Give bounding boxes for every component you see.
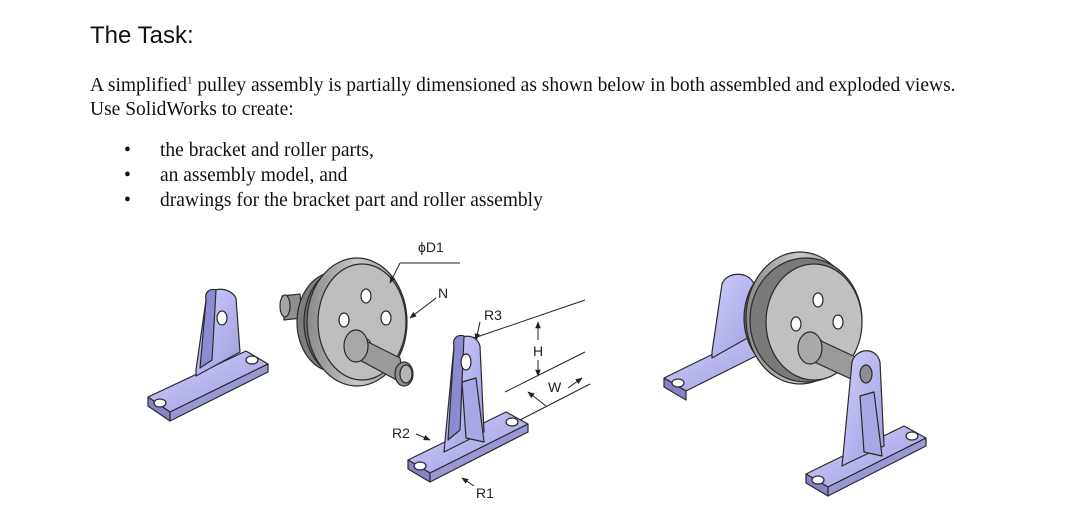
task-list-item: • an assembly model, and bbox=[90, 163, 543, 188]
bullet-dot-icon: • bbox=[124, 190, 131, 211]
label-h: H bbox=[533, 343, 543, 359]
task-list: • the bracket and roller parts, • an assem… bbox=[90, 138, 543, 213]
intro-text-start: A simplified bbox=[90, 75, 187, 96]
intro-text-end: pulley assembly is partially dimensioned… bbox=[90, 75, 956, 120]
task-list-item-text: the bracket and roller parts, bbox=[160, 140, 374, 161]
exploded-bracket-left bbox=[147, 288, 269, 422]
exploded-roller bbox=[279, 257, 414, 387]
dimension-annotations bbox=[389, 262, 591, 487]
label-d1: ϕD1 bbox=[418, 239, 444, 255]
label-w: W bbox=[548, 379, 562, 395]
task-list-item-text: an assembly model, and bbox=[160, 165, 348, 186]
bullet-dot-icon: • bbox=[124, 165, 131, 186]
label-n: N bbox=[438, 285, 448, 301]
task-list-item: • the bracket and roller parts, bbox=[90, 138, 543, 163]
task-list-item: • drawings for the bracket part and rolle… bbox=[90, 188, 543, 213]
intro-paragraph: A simplified1 pulley assembly is partial… bbox=[90, 74, 990, 122]
label-r3: R3 bbox=[484, 307, 502, 323]
exploded-bracket-dimensioned bbox=[407, 334, 529, 483]
label-r2: R2 bbox=[392, 425, 410, 441]
assembled-view bbox=[663, 251, 927, 497]
footnote-marker: 1 bbox=[186, 74, 193, 87]
bullet-dot-icon: • bbox=[124, 140, 131, 161]
task-list-item-text: drawings for the bracket part and roller… bbox=[160, 190, 543, 211]
task-heading: The Task: bbox=[90, 22, 194, 49]
label-r1: R1 bbox=[476, 485, 494, 501]
